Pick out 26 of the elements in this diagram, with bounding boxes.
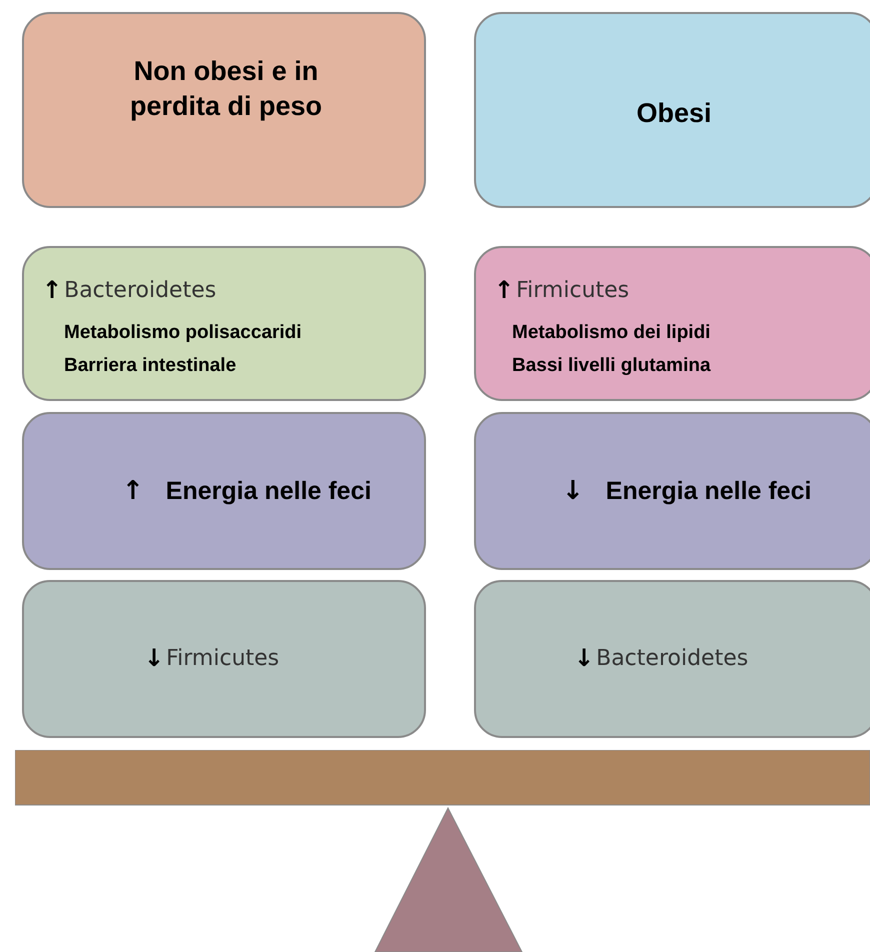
taxon-box (474, 580, 870, 738)
arrow-symbol: ↓ (562, 476, 584, 506)
arrow-symbol: ↑ (42, 276, 62, 304)
bacteria-label: Bacteroidetes (596, 646, 748, 670)
trait-box (22, 246, 426, 401)
taxon-box (22, 580, 426, 738)
group-box (474, 12, 870, 208)
function-text: Metabolismo polisaccaridi (64, 322, 302, 344)
group-box (22, 12, 426, 208)
bacteria-label: Firmicutes (516, 278, 630, 302)
bacteria-label: Bacteroidetes (64, 278, 216, 302)
group-title: Non obesi e in perdita di peso (128, 55, 324, 123)
arrow-symbol: ↑ (122, 476, 144, 506)
group-title: Obesi (636, 97, 712, 130)
energy-box (22, 412, 426, 570)
function-text: Metabolismo dei lipidi (512, 322, 710, 344)
trait-box (474, 246, 870, 401)
function-text: Bassi livelli glutamina (512, 355, 711, 377)
energy-label: Energia nelle feci (606, 476, 812, 506)
arrow-symbol: ↑ (494, 276, 514, 304)
arrow-symbol: ↓ (144, 644, 164, 672)
energy-box (474, 412, 870, 570)
bacteria-label: Firmicutes (166, 646, 280, 670)
arrow-symbol: ↓ (574, 644, 594, 672)
energy-label: Energia nelle feci (166, 476, 372, 506)
function-text: Barriera intestinale (64, 355, 236, 377)
